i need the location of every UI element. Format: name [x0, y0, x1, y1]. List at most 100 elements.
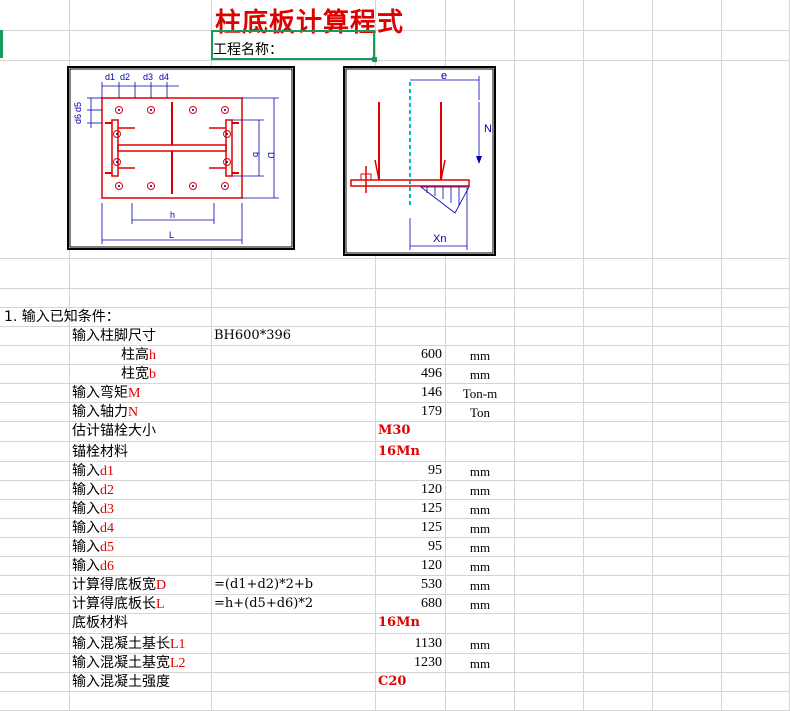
section-header: 1. 输入已知条件： [4, 309, 120, 325]
grid-row-line [0, 383, 790, 384]
base-plate-elevation-drawing: e N Xn [345, 68, 494, 254]
row-selection-marker [0, 30, 3, 58]
row-label-prefix: 输入混凝土强度 [72, 674, 170, 690]
row-value-cell[interactable]: 179 [421, 404, 442, 419]
row-value-cell[interactable]: 146 [421, 385, 442, 400]
row-label-prefix: 输入 [72, 482, 100, 498]
row-label: 输入d6 [72, 558, 114, 575]
grid-row-line [0, 345, 790, 346]
row-value-cell[interactable]: 496 [421, 366, 442, 381]
grid-row-line [0, 518, 790, 519]
dim-label-d2: d2 [120, 72, 130, 82]
row-material-cell[interactable]: C20 [378, 674, 407, 689]
row-label-variable: L [156, 597, 165, 612]
row-formula-cell[interactable]: BH600*396 [214, 328, 292, 343]
grid-col-line [211, 0, 212, 711]
row-value-cell[interactable]: 1130 [414, 636, 442, 651]
row-material-cell[interactable]: M30 [378, 423, 411, 438]
row-material-cell[interactable]: 16Mn [378, 615, 420, 630]
base-plate-plan-drawing: d1 d2 d3 d4 d5 d6 b D h L [69, 68, 293, 248]
row-label: 计算得底板宽D [72, 577, 166, 594]
row-unit-cell: mm [469, 559, 491, 574]
row-label: 计算得底板长L [72, 596, 165, 613]
row-label-prefix: 计算得底板宽 [72, 577, 156, 593]
row-label: 输入混凝土基宽L2 [72, 655, 186, 672]
row-label-variable: L2 [170, 656, 186, 671]
row-label-variable: D [156, 578, 167, 593]
dim-label-L: L [169, 230, 174, 240]
row-label-prefix: 计算得底板长 [72, 596, 156, 612]
grid-col-line [583, 0, 584, 711]
grid-row-line [0, 307, 790, 308]
row-value-cell[interactable]: 120 [421, 558, 442, 573]
row-label: 输入d5 [72, 539, 114, 556]
sheet-title: 柱底板计算程式 [215, 8, 405, 38]
row-label-prefix: 输入 [72, 463, 100, 479]
row-formula-cell[interactable]: =h+(d5+d6)*2 [214, 596, 314, 611]
grid-row-line [0, 326, 790, 327]
row-value-cell[interactable]: 95 [428, 463, 442, 478]
row-label-variable: L1 [170, 637, 186, 652]
fill-handle[interactable] [372, 57, 377, 62]
grid-row-line [0, 575, 790, 576]
row-unit-cell: mm [469, 367, 491, 382]
grid-row-line [0, 672, 790, 673]
row-label-prefix: 输入弯矩 [72, 385, 128, 401]
grid-row-line [0, 258, 790, 259]
grid-row-line [0, 364, 790, 365]
row-value-cell[interactable]: 600 [421, 347, 442, 362]
row-label: 底板材料 [72, 615, 128, 631]
dim-label-d1: d1 [105, 72, 115, 82]
row-value-cell[interactable]: 120 [421, 482, 442, 497]
grid-col-line [375, 0, 376, 711]
row-unit-cell: mm [469, 540, 491, 555]
project-name-cell[interactable] [211, 30, 375, 60]
row-label-prefix: 估计锚栓大小 [72, 423, 156, 439]
row-value-cell[interactable]: 125 [421, 520, 442, 535]
row-label-prefix: 输入混凝土基宽 [72, 655, 170, 671]
grid-row-line [0, 441, 790, 442]
row-value-cell[interactable]: 680 [421, 596, 442, 611]
row-label: 柱高h [121, 347, 156, 364]
base-plate-elevation-figure[interactable]: e N Xn [343, 66, 496, 256]
row-label-prefix: 输入 [72, 520, 100, 536]
row-unit-cell: mm [469, 502, 491, 517]
row-label-prefix: 柱高 [121, 347, 149, 363]
dim-label-b: b [251, 152, 261, 157]
row-unit-cell: mm [469, 521, 491, 536]
grid-row-line [0, 30, 790, 31]
row-label-prefix: 输入 [72, 558, 100, 574]
row-formula-cell[interactable]: =(d1+d2)*2+b [214, 577, 314, 592]
grid-row-line [0, 594, 790, 595]
row-label-variable: h [149, 348, 156, 363]
row-label-prefix: 输入 [72, 539, 100, 555]
row-unit-cell: Ton-m [462, 386, 498, 401]
row-value-cell[interactable]: 95 [428, 539, 442, 554]
grid-row-line [0, 421, 790, 422]
row-material-cell[interactable]: 16Mn [378, 444, 420, 459]
row-label-variable: b [149, 367, 156, 382]
base-plate-plan-figure[interactable]: d1 d2 d3 d4 d5 d6 b D h L [67, 66, 295, 250]
row-label: 输入d1 [72, 463, 114, 480]
row-label: 柱宽b [121, 366, 156, 383]
grid-row-line [0, 691, 790, 692]
row-value-cell[interactable]: 1230 [414, 655, 442, 670]
row-label: 输入混凝土基长L1 [72, 636, 186, 653]
row-label: 输入d2 [72, 482, 114, 499]
grid-row-line [0, 537, 790, 538]
dim-label-e: e [441, 70, 447, 82]
grid-col-line [721, 0, 722, 711]
row-value-cell[interactable]: 125 [421, 501, 442, 516]
row-unit-cell: mm [469, 464, 491, 479]
row-unit-cell: mm [469, 483, 491, 498]
grid-row-line [0, 499, 790, 500]
dim-label-d5: d5 [73, 102, 83, 112]
dim-label-h: h [170, 210, 175, 220]
force-label-N: N [484, 123, 492, 135]
row-unit-cell: mm [469, 656, 491, 671]
row-unit-cell: mm [469, 597, 491, 612]
grid-col-line [652, 0, 653, 711]
row-unit-cell: mm [469, 348, 491, 363]
row-value-cell[interactable]: 530 [421, 577, 442, 592]
